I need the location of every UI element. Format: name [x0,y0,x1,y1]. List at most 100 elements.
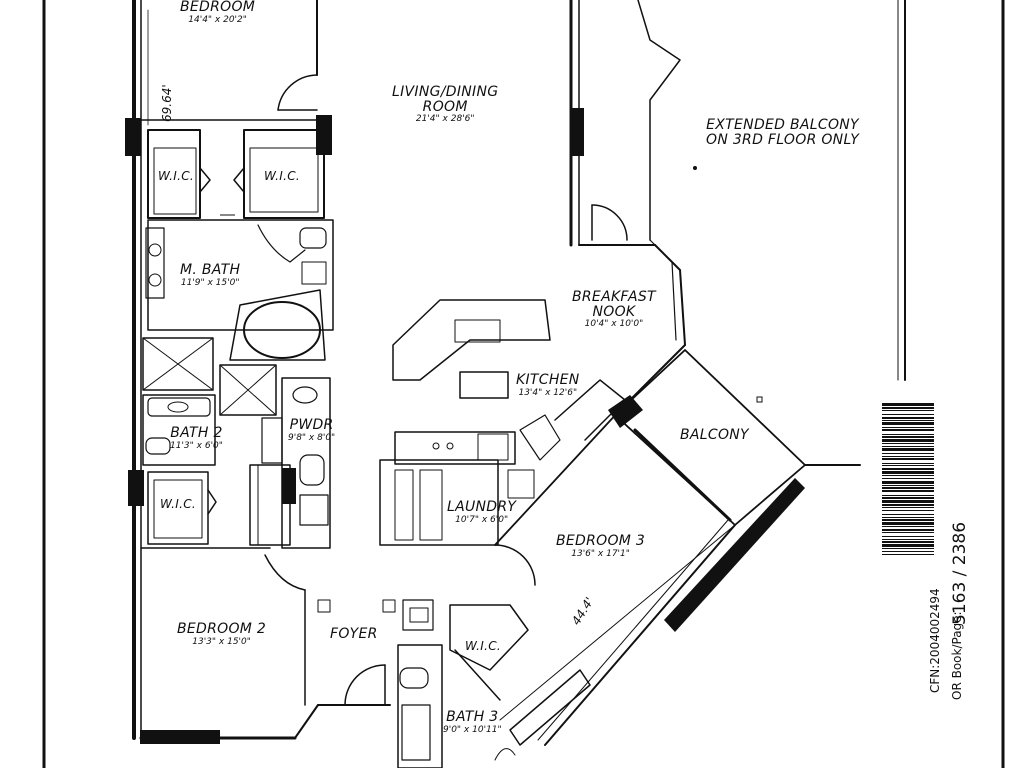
room-breakfast: BREAKFAST NOOK 10'4" x 10'0" [572,290,656,330]
room-foyer-name: FOYER [330,626,378,642]
barcode-bar [882,510,934,511]
barcode-bar [882,522,934,525]
barcode-bar [882,403,934,406]
barcode-bar [882,532,934,533]
kitchen-island [459,371,509,399]
room-living-dims: 21'4" x 28'6" [415,114,475,125]
record-cfn: CFN:2004002494 [928,588,942,693]
barcode-bar [882,539,934,540]
barcode-bar [882,414,934,415]
room-bath3-name: BATH 3 [446,709,499,725]
laundry-walls [379,459,499,546]
room-wic-left-bottom: W.I.C. [160,498,196,511]
room-kitchen: KITCHEN 13'4" x 12'6" [516,373,580,398]
record-cfn-text: CFN:2004002494 [928,588,942,693]
record-book-page-label-text: OR Book/Page: [950,611,964,700]
extended-balcony-note: EXTENDED BALCONY ON 3RD FLOOR ONLY [706,118,859,147]
barcode-bar [882,529,934,531]
room-bedroom3-dims: 13'6" x 17'1" [571,548,630,559]
barcode-bar [882,465,934,466]
wic-left-bottom [147,471,209,545]
record-book-page: 5163 / 2386 [950,522,970,625]
room-mbath: M. BATH 11'9" x 15'0" [180,263,240,288]
foyer-door-arc [344,664,386,706]
wall-block-4 [128,470,144,506]
barcode-bar [882,536,934,537]
barcode-bar [882,485,934,486]
shower-left [142,337,214,391]
barcode-bar [882,436,934,438]
wall-block-6 [140,730,220,744]
room-wic-right-top-name: W.I.C. [264,169,301,183]
barcode-bar [882,514,934,515]
kitchen-counter-bottom [394,431,516,465]
barcode-bar [882,500,934,503]
room-breakfast-name2: NOOK [592,303,636,320]
bath2-walls [142,394,216,466]
barcode-bar [882,544,934,547]
wall-block-5 [282,468,296,504]
bedroom-door-arc [277,74,318,111]
barcode-bar [882,453,934,454]
room-wic-bottom: W.I.C. [465,640,501,653]
room-wic-left-bottom-name: W.I.C. [160,497,197,511]
room-laundry-name: LAUNDRY [447,499,517,515]
wall-block-2 [316,115,332,155]
room-pwdr-dims: 9'8" x 8'0" [288,432,336,443]
barcode-bar [882,551,934,552]
extended-balcony-line2: ON 3RD FLOOR ONLY [706,131,860,148]
barcode-bar [882,456,934,457]
room-bedroom-name: BEDROOM [180,0,256,15]
room-bedroom2-dims: 13'3" x 15'0" [192,636,251,647]
room-wic-right-top: W.I.C. [264,170,300,183]
barcode-bar [882,439,934,442]
barcode-bar [882,541,934,543]
barcode-bar [882,434,934,435]
barcode-bar [882,517,934,518]
barcode-bar [882,507,934,508]
sink-left [145,227,165,299]
room-pwdr-name: PWDR [289,417,334,433]
barcode-bar [882,407,934,409]
room-laundry-dims: 10'7" x 6'0" [455,514,509,525]
record-book-page-label: OR Book/Page: [950,611,964,700]
barcode-bar [882,481,934,484]
wall-block-1 [125,118,141,156]
room-bedroom2: BEDROOM 2 13'3" x 15'0" [177,622,266,647]
barcode [882,403,934,555]
barcode-bar [882,490,934,492]
barcode-bar [882,554,934,555]
room-breakfast-dims: 10'4" x 10'0" [584,319,644,330]
wall-block-7 [608,395,643,428]
wall-block-3 [570,108,584,156]
barcode-bar [882,448,934,451]
room-wic-bottom-name: W.I.C. [465,639,502,653]
barcode-bar [882,519,934,521]
room-bedroom2-name: BEDROOM 2 [177,621,267,637]
barcode-bar [882,420,934,421]
barcode-bar [882,504,934,506]
dimension-left: 69.64' [160,84,174,122]
bathtub [243,301,321,359]
room-bedroom-dims: 14'4" x 20'2" [188,14,247,25]
pwdr-walls [281,377,331,549]
toilet-mbath [299,227,327,249]
room-living: LIVING/DINING ROOM 21'4" x 28'6" [392,85,498,125]
barcode-bar [882,417,934,419]
bath3-walls [397,644,443,768]
barcode-bar [882,427,934,428]
bedroom3-exterior [544,524,736,746]
balcony-upper-edge [637,0,681,241]
room-mbath-name: M. BATH [180,262,241,278]
extended-balcony-line1: EXTENDED BALCONY [706,117,859,133]
barcode-bar [882,495,934,496]
room-bath2-dims: 11'3" x 6'0" [170,440,223,451]
barcode-bar [882,526,934,527]
room-bath3: BATH 3 9'0" x 10'11" [443,710,502,735]
room-wic-left-top: W.I.C. [158,170,194,183]
room-bath2-name: BATH 2 [170,425,223,441]
barcode-bar [882,429,934,431]
record-book-page-value: 5163 / 2386 [950,521,970,625]
room-bedroom3-name: BEDROOM 3 [556,533,646,549]
